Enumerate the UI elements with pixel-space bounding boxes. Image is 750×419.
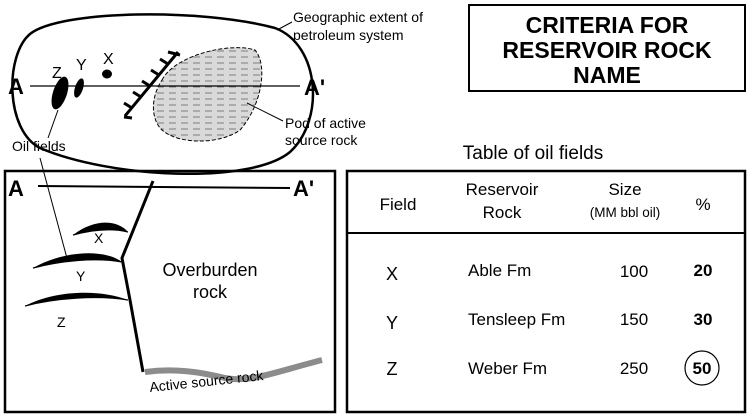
active-source-rock-pod [153, 47, 263, 142]
map-field-label-x: X [103, 51, 114, 68]
map-oil-field-y [74, 78, 84, 98]
header-reservoir-line-1: Reservoir [466, 180, 539, 199]
row-z-size: 250 [620, 359, 648, 378]
row-z-percent-circle [684, 350, 720, 386]
title-line-3: NAME [573, 62, 641, 88]
header-percent: % [695, 195, 710, 214]
row-y-field: Y [386, 313, 398, 333]
row-x-percent: 20 [694, 261, 713, 280]
title-line-1: CRITERIA FOR [526, 12, 689, 38]
section-field-label-y: Y [76, 268, 86, 284]
row-y-percent: 30 [694, 310, 713, 329]
title-line-2: RESERVOIR ROCK [502, 37, 712, 63]
map-oil-field-x [102, 69, 112, 79]
title-box: CRITERIA FOR RESERVOIR ROCK NAME [468, 4, 746, 92]
row-x-field: X [386, 264, 398, 284]
map-oil-field-z [51, 76, 69, 110]
map-field-label-y: Y [76, 57, 87, 74]
header-field: Field [380, 195, 417, 214]
cross-section-surface-line [37, 185, 291, 189]
row-z-percent: 50 [693, 359, 712, 378]
map-section-label-a-prime: A' [304, 75, 325, 100]
pod-label-line-1: Pod of active [285, 115, 366, 131]
row-y-rock: Tensleep Fm [468, 310, 565, 329]
header-size-line-1: Size [608, 180, 641, 199]
active-source-rock-layer [144, 357, 323, 383]
row-z-rock: Weber Fm [468, 359, 547, 378]
section-field-label-x: X [94, 230, 104, 246]
trap-z [24, 292, 129, 307]
oil-fields-label: Oil fields [12, 138, 66, 154]
section-label-a: A [8, 176, 24, 201]
row-z-field: Z [387, 359, 398, 379]
pod-label-line-2: source rock [285, 132, 358, 148]
extent-label-line-1: Geographic extent of [293, 9, 423, 25]
table-caption: Table of oil fields [463, 143, 603, 164]
map-field-label-z: Z [52, 65, 62, 82]
header-reservoir-line-2: Rock [483, 203, 522, 222]
cross-section-fault [120, 180, 155, 373]
fault-line [123, 50, 181, 120]
header-size-line-2: (MM bbl oil) [590, 205, 661, 220]
trap-x [72, 222, 129, 236]
pod-leader-line [246, 102, 284, 122]
row-x-size: 100 [620, 262, 648, 281]
row-y-size: 150 [620, 310, 648, 329]
cross-section: A A' X Y Z Overburden rock Active source… [3, 169, 337, 414]
map-section-label-a: A [8, 74, 24, 99]
overburden-label-line-1: Overburden [162, 260, 257, 280]
map-view: A A' Z Y X Geographic extent of petroleu… [8, 9, 423, 263]
section-label-a-prime: A' [293, 176, 314, 201]
oil-fields-to-section-line [39, 157, 69, 263]
extent-leader-line [276, 21, 293, 31]
extent-label-line-2: petroleum system [293, 27, 403, 43]
row-x-rock: Able Fm [468, 261, 531, 280]
section-field-label-z: Z [57, 314, 66, 330]
trap-y [32, 253, 123, 269]
oil-fields-leader-line [47, 109, 59, 139]
oil-fields-table: Table of oil fields Field Reservoir Rock… [345, 143, 747, 414]
overburden-label-line-2: rock [193, 282, 228, 302]
